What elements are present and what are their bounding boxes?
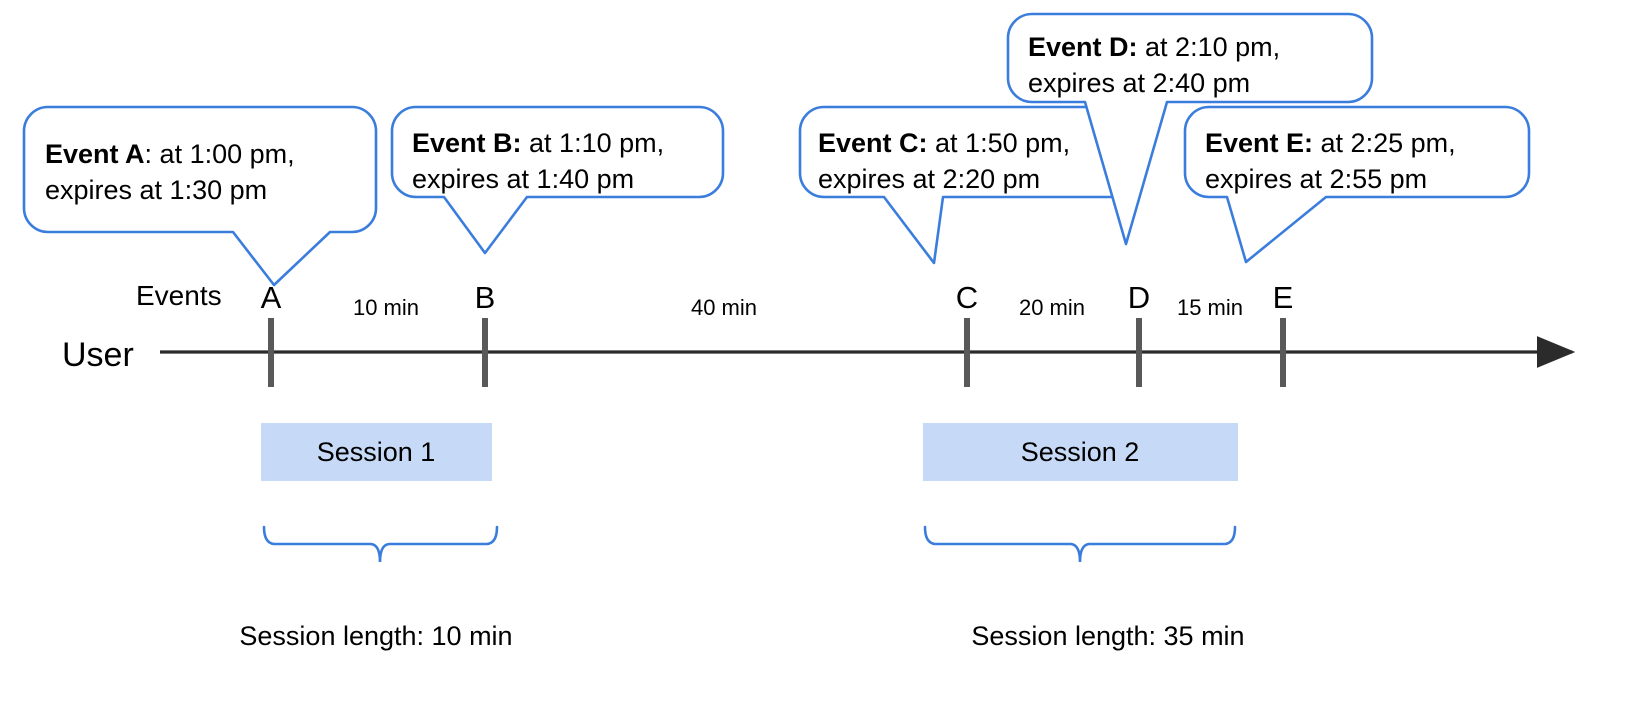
interval-label-d-e: 15 min: [1177, 295, 1243, 320]
event-letter-d: D: [1128, 280, 1150, 315]
event-letter-e: E: [1273, 280, 1294, 315]
axis-row-label-user: User: [62, 336, 134, 374]
callout-event-b[interactable]: Event B: at 1:10 pm, expires at 1:40 pm: [390, 105, 725, 255]
callout-b-lead: Event B:: [412, 128, 522, 158]
callout-c-line2: expires at 2:20 pm: [818, 164, 1040, 194]
session-1-label: Session 1: [317, 437, 436, 467]
callout-e-lead: Event E:: [1205, 128, 1313, 158]
callout-a-sep: :: [145, 139, 153, 169]
event-letter-c: C: [956, 280, 978, 315]
callout-c-line1: Event C: at 1:50 pm,: [818, 128, 1070, 158]
callout-event-e[interactable]: Event E: at 2:25 pm, expires at 2:55 pm: [1183, 105, 1531, 264]
callout-b-line1: Event B: at 1:10 pm,: [412, 128, 664, 158]
callout-bubble-d: [1006, 12, 1374, 246]
session-1-brace: [262, 525, 499, 563]
callout-a-line2: expires at 1:30 pm: [45, 175, 267, 205]
callout-b-detail: at 1:10 pm,: [522, 128, 665, 158]
session-2-brace: [923, 525, 1237, 563]
callout-c-detail: at 1:50 pm,: [928, 128, 1071, 158]
callout-d-line2: expires at 2:40 pm: [1028, 68, 1250, 98]
callout-e-line2: expires at 2:55 pm: [1205, 164, 1427, 194]
session-1-box[interactable]: [261, 423, 492, 481]
session-2-length-label: Session length: 35 min: [971, 621, 1244, 651]
callout-a-line1: Event A: at 1:00 pm,: [45, 139, 295, 169]
callout-e-line1: Event E: at 2:25 pm,: [1205, 128, 1456, 158]
callout-c-lead: Event C:: [818, 128, 928, 158]
callout-bubble-b: [390, 105, 725, 255]
session-2-label: Session 2: [1021, 437, 1140, 467]
event-letter-b: B: [475, 280, 496, 315]
session-1-length-label: Session length: 10 min: [239, 621, 512, 651]
callout-d-detail: at 2:10 pm,: [1138, 32, 1281, 62]
callout-bubble-a: [22, 105, 378, 287]
callout-e-detail: at 2:25 pm,: [1313, 128, 1456, 158]
callout-d-line1: Event D: at 2:10 pm,: [1028, 32, 1280, 62]
event-letter-a: A: [261, 280, 282, 315]
session-2-box[interactable]: [923, 423, 1238, 481]
callout-d-lead: Event D:: [1028, 32, 1138, 62]
events-row-label: Events: [136, 280, 222, 311]
interval-label-c-d: 20 min: [1019, 295, 1085, 320]
callout-event-d[interactable]: Event D: at 2:10 pm, expires at 2:40 pm: [1006, 12, 1374, 246]
callout-a-lead: Event A: [45, 139, 145, 169]
interval-label-b-c: 40 min: [691, 295, 757, 320]
callout-event-a[interactable]: Event A: at 1:00 pm, expires at 1:30 pm: [22, 105, 378, 287]
callout-event-c[interactable]: Event C: at 1:50 pm, expires at 2:20 pm: [798, 105, 1136, 265]
callout-a-detail: at 1:00 pm,: [152, 139, 295, 169]
callout-b-line2: expires at 1:40 pm: [412, 164, 634, 194]
interval-label-a-b: 10 min: [353, 295, 419, 320]
callout-bubble-e: [1183, 105, 1531, 264]
